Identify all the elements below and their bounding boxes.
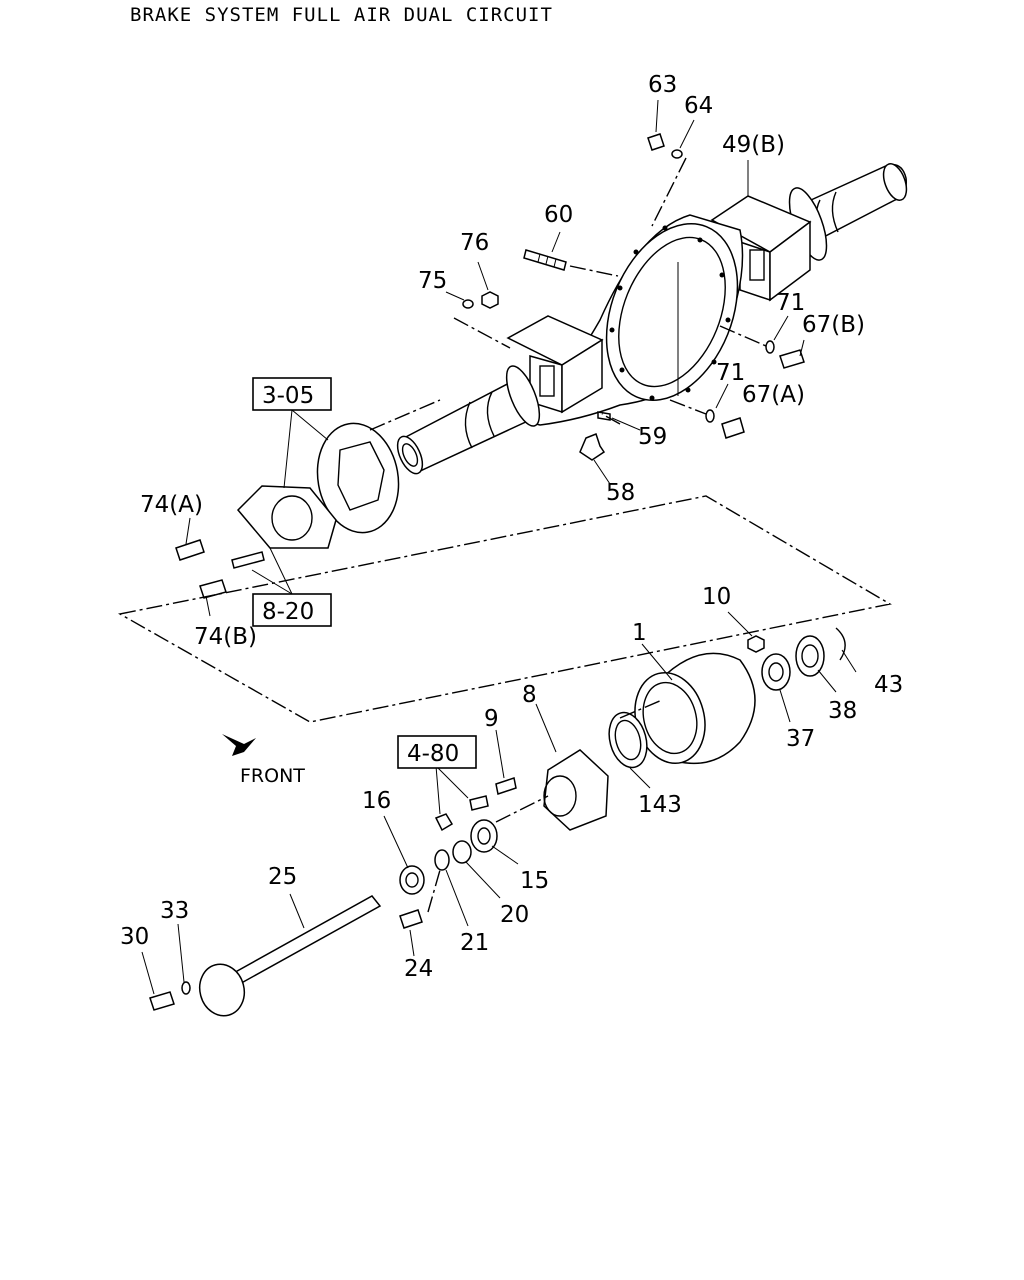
- callout-74b: 74(B): [194, 624, 257, 650]
- callout-20: 20: [500, 902, 529, 928]
- callout-9: 9: [484, 706, 499, 732]
- svg-text:8-20: 8-20: [262, 599, 314, 625]
- callout-25: 25: [268, 864, 297, 890]
- callout-64: 64: [684, 93, 713, 119]
- callout-63: 63: [648, 72, 677, 98]
- callout-71-bottom: 71: [716, 360, 745, 386]
- front-label: FRONT: [240, 765, 305, 787]
- callout-67a: 67(A): [742, 382, 805, 408]
- callout-75: 75: [418, 268, 447, 294]
- page-title: BRAKE SYSTEM FULL AIR DUAL CIRCUIT: [130, 4, 553, 26]
- callout-74a: 74(A): [140, 492, 203, 518]
- callout-1: 1: [632, 620, 647, 646]
- callout-59: 59: [638, 424, 667, 450]
- callout-24: 24: [404, 956, 433, 982]
- callout-38: 38: [828, 698, 857, 724]
- axle-housing: [396, 163, 908, 475]
- callout-60: 60: [544, 202, 573, 228]
- callout-21: 21: [460, 930, 489, 956]
- callout-43: 43: [874, 672, 903, 698]
- callout-33: 33: [160, 898, 189, 924]
- assembly-boundary: [118, 495, 892, 723]
- callout-58: 58: [606, 480, 635, 506]
- callout-15: 15: [520, 868, 549, 894]
- arrow-down-left-icon: [222, 734, 256, 756]
- svg-text:4-80: 4-80: [407, 741, 459, 767]
- callout-71-top: 71: [776, 290, 805, 316]
- callout-30: 30: [120, 924, 149, 950]
- ref-box-3-05: 3-05: [252, 377, 332, 411]
- callout-49b: 49(B): [722, 132, 785, 158]
- ref-box-8-20: 8-20: [252, 593, 332, 627]
- callout-67b: 67(B): [802, 312, 865, 338]
- callout-8: 8: [522, 682, 537, 708]
- callout-10: 10: [702, 584, 731, 610]
- callout-labels: 63 64 49(B) 60 76 75 71 67(B) 71 67(A) 5…: [120, 72, 903, 982]
- callout-76: 76: [460, 230, 489, 256]
- callout-143: 143: [638, 792, 682, 818]
- svg-text:3-05: 3-05: [262, 383, 314, 409]
- hub-drum-group: [149, 627, 846, 1017]
- callout-37: 37: [786, 726, 815, 752]
- brake-assembly-left: [175, 422, 400, 599]
- housing-fasteners: [462, 133, 805, 461]
- leader-lines: [141, 99, 857, 995]
- ref-box-4-80: 4-80: [397, 735, 477, 769]
- callout-16: 16: [362, 788, 391, 814]
